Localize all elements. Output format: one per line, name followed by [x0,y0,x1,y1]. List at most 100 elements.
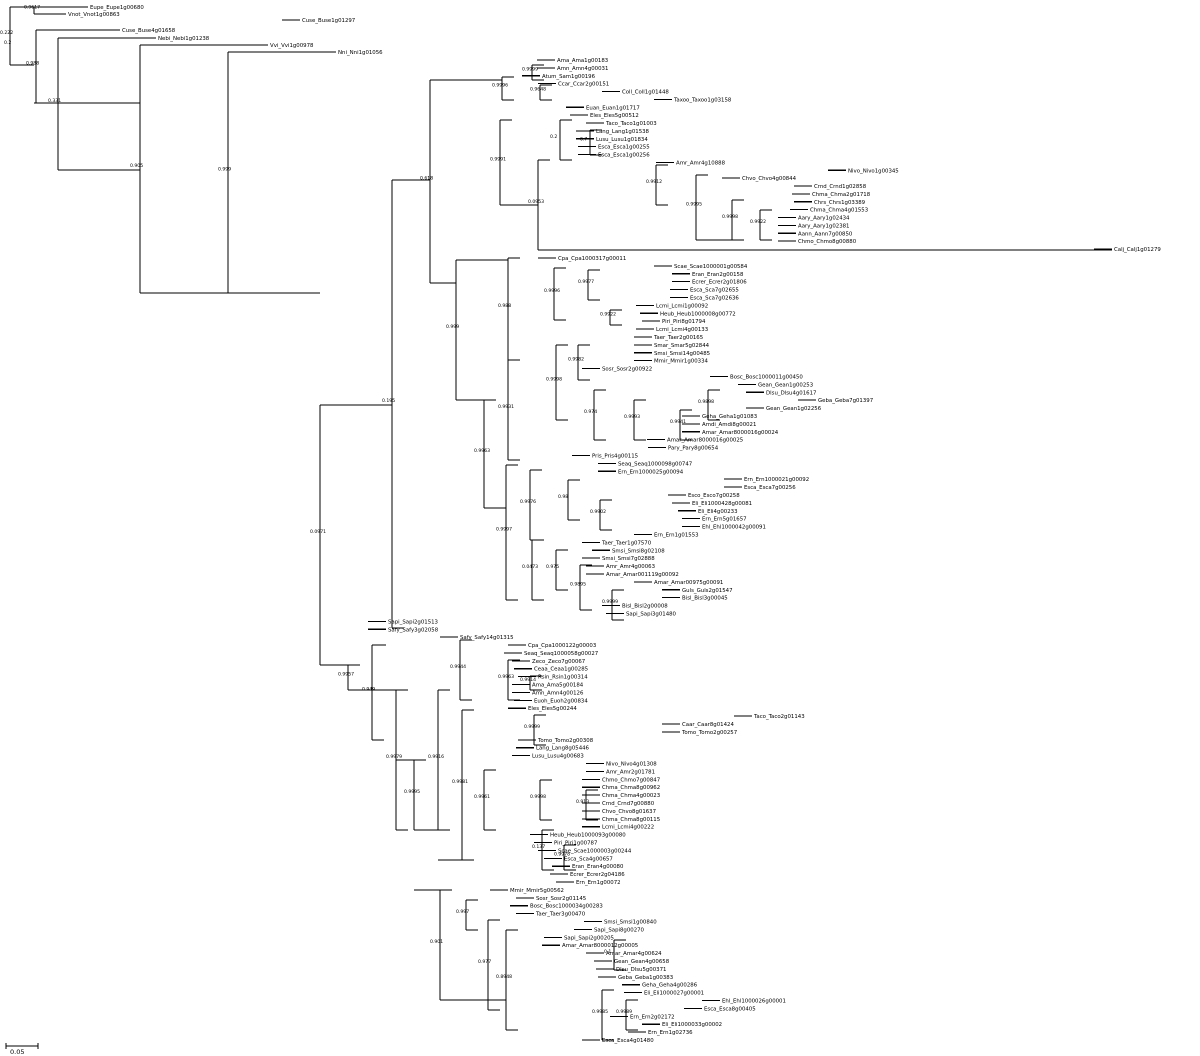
leaf-label: Mmir_Mmir1g00334 [654,359,708,365]
leaf-label: Geha_Geha4g00286 [642,983,698,989]
leaf-label: Ehl_Ehl1000026g00001 [722,999,786,1005]
support-value: 0.9931 [498,404,514,410]
support-value: 0.98 [558,494,568,500]
leaf-label: Amar_Amar8000016g00024 [702,430,779,436]
support-value: 0.988 [498,303,511,309]
leaf-label: Nivo_Nivo4g01308 [606,762,657,768]
leaf-label: Amar_Amar00975g00091 [654,580,723,586]
leaf-label: Ccar_Ccar2g00151 [558,82,609,88]
support-value: 0.9916 [428,754,444,760]
leaf-label: Chrs_Chrs1g03389 [814,200,866,206]
leaf-label: Seaq_Seaq1000058g00027 [524,651,598,657]
leaf-label: Ama_Ama1g00183 [557,58,608,64]
leaf-label: Amn_Amn4g00126 [532,690,584,696]
leaf-label: Nni_Nni1g01056 [338,50,383,56]
leaf-label: Vvi_Vvi1g00978 [270,43,314,49]
leaf-label: Lang_Lang8g05446 [536,746,590,752]
leaf-label: Lang_Lang1g01538 [596,129,650,135]
support-value: 0.997 [456,909,469,915]
leaf-label: Scae_Scae1000001g00584 [674,264,748,270]
support-value: 0.7 [580,137,587,143]
leaf-label: Gean_Gean1g02256 [766,406,822,412]
leaf-label: Ecrer_Ecrer2g04186 [570,872,625,878]
leaf-label: Heub_Heub1000008g00772 [660,311,736,317]
leaf-label: Ern_Ern1g00072 [576,880,621,886]
leaf-label: Nebi_Nebi1g01238 [158,36,210,42]
leaf-label: Geha_Geha1g01083 [702,414,757,420]
leaf-label: Eli_Eli1000027g00001 [644,991,704,997]
leaf-label: Esca_Sca7g02655 [690,288,739,294]
leaf-label: Amar_Amar8000016g00025 [667,438,743,444]
leaf-label: Chmo_Chmo8g00880 [798,239,857,245]
leaf-label: Dlsu_Dlsu5g00371 [616,967,666,973]
support-value: 0.999 [446,324,459,330]
leaf-label: Esca_Sca7g02636 [690,295,739,301]
leaf-label: Esca_Esca7g00256 [744,485,796,491]
support-value: 0.9999 [602,599,618,605]
support-value: 0.1 [604,949,611,955]
leaf-label: Mmir_Mmir5g00562 [510,888,564,894]
leaf-label: Sapi_Sapi2g01513 [388,619,438,625]
leaf-label: Zeco_Zeco7g00067 [532,659,585,665]
support-value: 0.9902 [590,509,606,515]
leaf-label: Amr_Amr2g01781 [606,769,655,775]
leaf-label: Nivo_Nivo1g00345 [848,168,899,174]
leaf-label: Cuse_Buse1g01297 [302,18,355,24]
leaf-label: Eli_Eli4g00233 [698,509,738,515]
leaf-label: Aann_Aann7g00850 [798,231,853,237]
support-value: 0.9978 [554,852,570,858]
support-value: 0.9998 [722,214,738,220]
leaf-label: Amar_Amar4g00624 [606,951,662,957]
leaf-label: Sosr_Sosr2g00922 [602,367,652,373]
support-value: 0.331 [48,98,61,104]
leaf-label: Chma_Chma8g00115 [602,817,660,823]
support-value: 0.9957 [338,672,354,678]
leaf-label: Eupe_Eupe1g00680 [90,5,144,11]
root-support: 0.2 [4,40,11,46]
support-value: 0.9979 [386,754,402,760]
leaf-label: Bisl_Bisl2g00008 [622,604,668,610]
leaf-label: Aary_Aary1g02434 [798,216,850,222]
leaf-label: Smar_Smar5g02844 [654,343,710,349]
support-value: 0.9941 [670,419,686,425]
leaf-label: Taco_Taco2g01143 [753,714,805,720]
leaf-label: Ern_Ern5g01657 [702,517,747,523]
support-value: 0.9982 [568,357,584,363]
leaf-label: Caar_Caar8g01424 [682,722,734,728]
leaf-label: Cuse_Buse4g01658 [122,28,176,34]
leaf-label: Chma_Chma8g00962 [602,785,660,791]
leaf-label: Eli_Eli1000428g00081 [692,501,752,507]
leaf-label: Guls_Guls2g01547 [682,588,733,594]
leaf-label: Ama_Ama5g00184 [532,683,584,689]
leaf-label: Chma_Chma4g01553 [810,208,868,214]
leaf-label: Safy_Safy14g01315 [460,635,514,641]
support-value: 0.9996 [492,83,508,89]
leaf-label: Seaq_Seaq1000098g00747 [618,461,692,467]
leaf-label: Chmo_Chmo7g00847 [602,777,660,783]
leaf-label: Ern_Ern1000025g00094 [618,469,684,475]
leaf-label: Euan_Euan1g01717 [586,105,640,111]
scale-bar-label: 0.05 [10,1048,24,1056]
support-value: 0.9898 [698,399,714,405]
support-value: 0.9922 [750,219,766,225]
support-value: 0.9995 [404,789,420,795]
leaf-label: Esca_Esca1g00256 [598,153,650,159]
leaf-label: Piri_Piri1g00787 [554,841,597,847]
leaf-label: Smsi_Smsi1g00840 [604,920,657,926]
leaf-label: Esca_Esca8g00405 [704,1006,756,1012]
leaf-label: Geba_Geba1g00383 [618,975,673,981]
leaf-label: Taxoo_Taxoo1g03158 [673,97,732,103]
leaf-label: Rsin_Rsin1g00314 [538,675,588,681]
support-value: 0.913 [576,799,589,805]
leaf-label: Calj_Calj1g01279 [1114,247,1161,253]
leaf-label: Eles_Eles5g00244 [528,706,577,712]
leaf-label: Vnot_Vnot1g00863 [68,12,120,18]
leaf-label: Lcmi_Lcmi1g00092 [656,303,708,309]
leaf-label: Coll_Coll1g01448 [622,90,669,96]
leaf-label: Heub_Heub1000093g00080 [550,833,626,839]
leaf-label: Eles_Eles5g00512 [590,113,639,119]
support-value: 0.9963 [498,674,514,680]
leaf-label: Smsi_Smsi7g02888 [602,556,655,562]
support-value: 0.9993 [624,414,640,420]
